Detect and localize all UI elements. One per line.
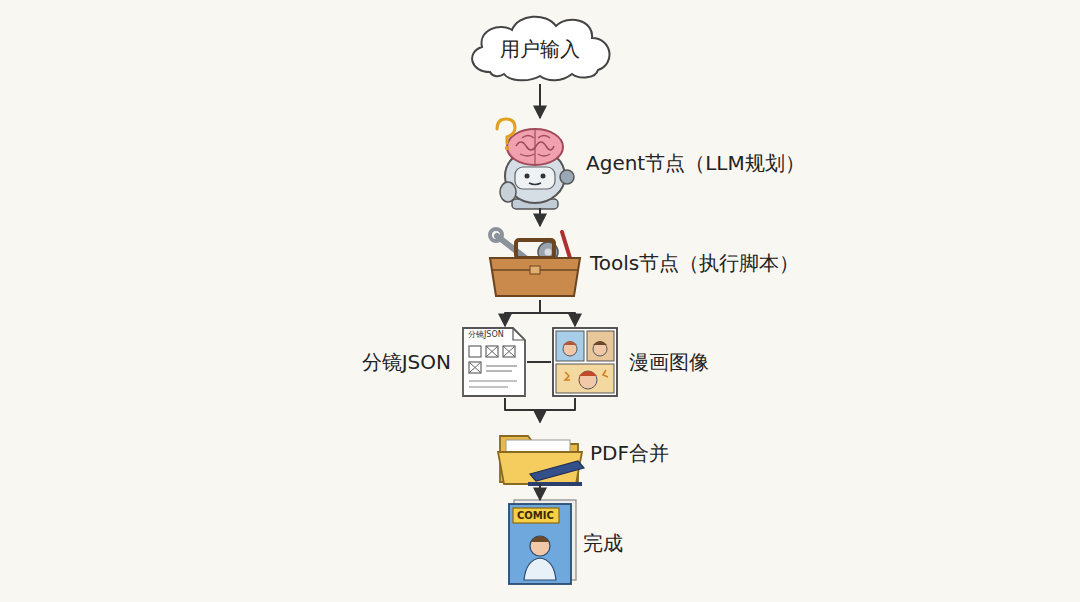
storyboard-document-icon-part [486, 365, 517, 366]
flow-arrow [539, 484, 541, 500]
flow-arrow [505, 300, 540, 326]
comic-magazine-icon-part [513, 508, 559, 523]
storyboard-document-icon-part [469, 362, 481, 373]
robot-icon-part [525, 174, 530, 179]
robot-icon-part [515, 167, 555, 189]
storyboard-document-icon-part [513, 328, 525, 340]
storyboard-document-icon-part [463, 328, 525, 396]
comic-image-icon-part [579, 371, 597, 376]
step-label: PDF合并 [590, 441, 669, 465]
storyboard-document-icon-part [469, 346, 481, 357]
folder-stapler-icon-part [528, 482, 582, 486]
storyboard-document-icon-part [469, 386, 508, 387]
robot-icon-part [541, 174, 546, 179]
document-caption: 分镜JSON [468, 331, 504, 339]
comic-image-icon-part [553, 328, 617, 396]
toolbox-icon-part [545, 249, 552, 256]
comic-magazine-icon-part [509, 504, 571, 584]
flow-arrow [539, 84, 541, 118]
comic-image-icon-part [556, 331, 584, 361]
robot-icon-part [500, 182, 516, 202]
folder-stapler-icon-part [530, 461, 584, 481]
tools-step: Tools节点（执行脚本） [484, 226, 799, 300]
magazine-title: COMIC [517, 511, 554, 521]
robot-icon [497, 119, 574, 209]
pdf-merge-step: PDF合并 [498, 422, 669, 484]
comic-image-icon-part [587, 331, 614, 361]
robot-icon-part [560, 170, 574, 184]
flow-arrow [540, 398, 575, 422]
flow-arrow [505, 398, 540, 422]
comic-image-icon-part [579, 371, 597, 389]
toolbox-icon-part [516, 240, 554, 258]
agent-step: Agent节点（LLM规划） [486, 118, 805, 208]
flow-arrow [540, 300, 575, 326]
toolbox-icon-part [490, 229, 502, 241]
comic-image-icon-part [593, 341, 607, 345]
step-label: 完成 [583, 531, 623, 555]
robot-icon-part [497, 119, 515, 143]
toolbox-icon-part [530, 266, 540, 274]
comic-image-icon-part [565, 370, 608, 380]
step-label: 分镜JSON [362, 350, 451, 374]
folder-stapler-icon [498, 436, 584, 486]
flow-arrow [527, 361, 551, 363]
storyboard-document-icon-part [486, 370, 512, 371]
storyboard-document-icon-part [469, 380, 517, 381]
comic-magazine-icon-part [530, 536, 550, 556]
storyboard-document-icon [463, 328, 525, 396]
comic-image-icon [553, 328, 617, 396]
comic-magazine-icon-part [524, 558, 556, 580]
robot-icon-part [529, 183, 541, 185]
toolbox-icon-part [562, 232, 570, 258]
comic-image-icon-part [563, 341, 577, 345]
flow-arrow [539, 208, 541, 226]
toolbox-icon [490, 229, 580, 296]
comic-magazine-icon-part [530, 536, 550, 542]
cloud-shape [472, 17, 609, 81]
cloud-shape-part [472, 17, 609, 81]
storyboard-document-icon-part [486, 346, 515, 357]
robot-icon-part [505, 146, 509, 150]
step-label: Tools节点（执行脚本） [590, 251, 799, 275]
comic-magazine-icon [509, 500, 576, 584]
comic-image-step: 漫画图像 [551, 326, 709, 398]
storyboard-document-icon-part [469, 362, 481, 373]
input-cloud: 用户输入 [468, 14, 612, 84]
step-label: Agent节点（LLM规划） [586, 151, 805, 175]
comic-image-icon-part [593, 342, 607, 356]
comic-image-icon-part [563, 342, 577, 356]
toolbox-icon-part [490, 258, 580, 296]
step-label: 漫画图像 [629, 350, 709, 374]
robot-icon-part [534, 130, 535, 164]
step-label: 用户输入 [500, 37, 580, 61]
comic-image-icon-part [556, 364, 614, 393]
robot-icon-part [507, 129, 563, 165]
